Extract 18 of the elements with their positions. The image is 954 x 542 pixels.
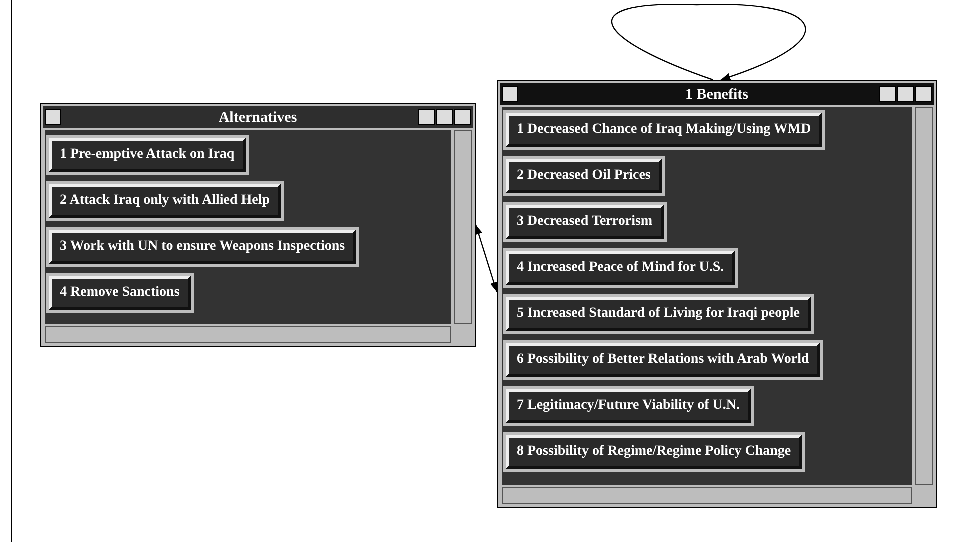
list-item: 8 Possibility of Regime/Regime Policy Change: [506, 435, 802, 469]
window-title: Alternatives: [218, 110, 298, 127]
list-item: 2 Attack Iraq only with Allied Help: [49, 184, 282, 218]
list-item: 3 Work with UN to ensure Weapons Inspections: [49, 230, 356, 264]
list-item: 2 Decreased Oil Prices: [506, 159, 662, 193]
list-item: 4 Remove Sanctions: [49, 276, 191, 310]
list-item: 6 Possibility of Better Relations with Arab World: [506, 343, 820, 377]
list-item: 4 Increased Peace of Mind for U.S.: [506, 251, 736, 285]
list-item: 7 Legitimacy/Future Viability of U.N.: [506, 389, 751, 423]
window-panel: [40, 103, 476, 347]
window-panel: [497, 80, 937, 508]
list-item: 1 Decreased Chance of Iraq Making/Using WMD: [506, 113, 822, 147]
list-item: 1 Pre-emptive Attack on Iraq: [49, 138, 246, 172]
window-title: 1 Benefits: [686, 87, 748, 104]
loop-arrow: [612, 4, 806, 81]
list-item: 3 Decreased Terrorism: [506, 205, 664, 239]
double-arrow: [475, 224, 498, 292]
list-item: 5 Increased Standard of Living for Iraqi people: [506, 297, 812, 331]
